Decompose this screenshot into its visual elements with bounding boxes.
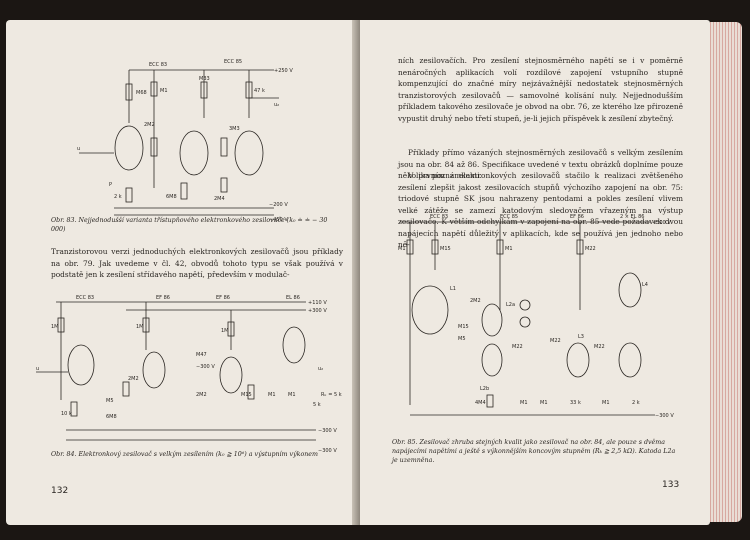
page-edges xyxy=(710,22,742,522)
fig85-label-r14: 33 k xyxy=(570,400,581,406)
fig85-label-r9: M22 xyxy=(550,338,561,344)
fig83-label-r7: 6M8 xyxy=(166,194,177,200)
fig84-label-r11: M15 xyxy=(241,392,252,398)
fig85-label-r4: M22 xyxy=(585,246,596,252)
fig84-label-t3: EF 86 xyxy=(216,295,230,301)
fig85-label-r6: M15 xyxy=(458,324,469,330)
fig84-label-v4: −300 V xyxy=(318,448,337,454)
fig84-label-t4: EL 86 xyxy=(286,295,300,301)
fig84-label-v3: −300 V xyxy=(318,428,337,434)
fig84-label-r5: M5 xyxy=(106,398,114,404)
fig84-label-r13: M1 xyxy=(288,392,296,398)
fig85-label-r15: M1 xyxy=(602,400,610,406)
fig85-label-r12: M1 xyxy=(520,400,528,406)
fig85-label-r2: M15 xyxy=(440,246,451,252)
fig84-label-t2: EF 86 xyxy=(156,295,170,301)
fig83-label-r2: M1 xyxy=(160,88,168,94)
fig83-label-r4: 47 k xyxy=(254,88,265,94)
fig85-label-v1: +300 V xyxy=(652,220,671,226)
right-paragraph-3: V prvním z elektronkových zesilovačů sta… xyxy=(398,171,683,249)
fig83-label-r1: M68 xyxy=(136,90,147,96)
fig83-label-supply-pos: +250 V xyxy=(274,68,293,74)
fig84-label-r2: 1M xyxy=(136,324,144,330)
figure-83-number: Obr. 83. xyxy=(51,217,77,224)
fig83-label-r3: M33 xyxy=(199,76,210,82)
fig85-label-r3: M1 xyxy=(505,246,513,252)
fig85-label-r13: M1 xyxy=(540,400,548,406)
fig84-label-r6: 6M8 xyxy=(106,414,117,420)
fig84-label-r12: M1 xyxy=(268,392,276,398)
figure-84-caption: Obr. 84. Elektronkový zesilovač s velkým… xyxy=(51,450,351,459)
right-paragraph-1: ních zesilovačích. Pro zesílení stejnosm… xyxy=(398,56,683,123)
fig84-label-rk: Rₖ = 5 k xyxy=(321,392,342,398)
fig85-label-r10: M22 xyxy=(594,344,605,350)
figure-84-caption-text: Elektronkový zesilovač s velkým zesílení… xyxy=(78,451,318,458)
page-number-right: 133 xyxy=(662,480,680,490)
fig84-label-r4: 2M2 xyxy=(128,376,139,382)
left-paragraph: Tranzistorovou verzi jednoduchých elektr… xyxy=(51,247,343,279)
fig85-label-r5: 2M2 xyxy=(470,298,481,304)
fig84-label-out: u₂ xyxy=(318,366,323,372)
figure-84-schematic: ECC 83 EF 86 EF 86 EL 86 +110 V +300 V 1… xyxy=(36,295,342,454)
fig83-label-r5: 2M2 xyxy=(144,122,155,128)
figure-85-caption-text: Zesilovač zhruba stejných kvalit jako ze… xyxy=(392,439,676,464)
fig84-label-r14: 5 k xyxy=(313,402,321,408)
fig85-label-r1: M1 xyxy=(398,246,406,252)
right-paragraph-2: Příklady přímo vázaných stejnosměrných z… xyxy=(398,148,683,180)
fig84-label-r9: −300 V xyxy=(196,364,215,370)
left-page: ECC 83 ECC 85 +250 V M68 M1 2M2 M33 47 k… xyxy=(6,20,358,525)
figure-83-caption: Obr. 83. Nejjednodušší varianta třístupň… xyxy=(51,216,341,234)
fig85-label-t4: 2 × EL 86 xyxy=(620,214,644,220)
fig84-label-r8: M47 xyxy=(196,352,207,358)
figure-84-number: Obr. 84. xyxy=(51,451,77,458)
fig85-label-v2: −300 V xyxy=(655,413,674,419)
fig85-label-t1: ECC 83 xyxy=(430,214,448,220)
fig84-label-r10: 2M2 xyxy=(196,392,207,398)
fig84-label-r3: 1M xyxy=(221,328,229,334)
fig83-label-in: u xyxy=(77,146,80,152)
fig84-label-r1: 1M xyxy=(51,324,59,330)
figure-83-caption-text: Nejjednodušší varianta třístupňového ele… xyxy=(51,217,328,233)
fig85-label-l2a: L2a xyxy=(506,302,515,308)
fig85-label-r7: M5 xyxy=(458,336,466,342)
fig85-label-l2b: L2b xyxy=(480,386,489,392)
figure-85-schematic: ECC 83 ECC 85 EF 86 2 × EL 86 +300 V M1 … xyxy=(398,214,674,419)
figure-85-caption: Obr. 85. Zesilovač zhruba stejných kvali… xyxy=(392,438,682,465)
figure-85-number: Obr. 85. xyxy=(392,439,418,446)
fig85-label-l4: L4 xyxy=(642,282,648,288)
fig85-label-t3: EF 86 xyxy=(570,214,584,220)
fig84-label-in: u xyxy=(36,366,39,372)
fig85-label-r11: 4M4 xyxy=(475,400,486,406)
fig85-label-t2: ECC 85 xyxy=(500,214,518,220)
fig83-label-tube1: ECC 83 xyxy=(149,62,167,68)
fig85-label-r8: M22 xyxy=(512,344,523,350)
fig84-label-t1: ECC 83 xyxy=(76,295,94,301)
fig83-label-supply-neg2: −450 V xyxy=(269,217,288,223)
fig83-label-out: u₂ xyxy=(274,102,279,108)
right-page: ních zesilovačích. Pro zesílení stejnosm… xyxy=(360,20,710,525)
fig84-label-v1: +110 V xyxy=(308,300,327,306)
fig83-label-r8: 2M4 xyxy=(214,196,225,202)
fig83-label-tube2: ECC 85 xyxy=(224,59,242,65)
fig83-label-r6: 3M3 xyxy=(229,126,240,132)
page-number-left: 132 xyxy=(51,486,69,496)
fig84-label-r7: 10 k xyxy=(61,411,72,417)
figure-83-schematic: ECC 83 ECC 85 +250 V M68 M1 2M2 M33 47 k… xyxy=(77,59,293,223)
fig84-label-v2: +300 V xyxy=(308,308,327,314)
fig83-label-r9: 2 k xyxy=(114,194,122,200)
fig85-label-r16: 2 k xyxy=(632,400,640,406)
fig85-label-l3: L3 xyxy=(578,334,584,340)
fig83-label-supply-neg: −200 V xyxy=(269,202,288,208)
fig85-label-l1: L1 xyxy=(450,286,456,292)
fig83-label-p: P xyxy=(109,182,112,188)
